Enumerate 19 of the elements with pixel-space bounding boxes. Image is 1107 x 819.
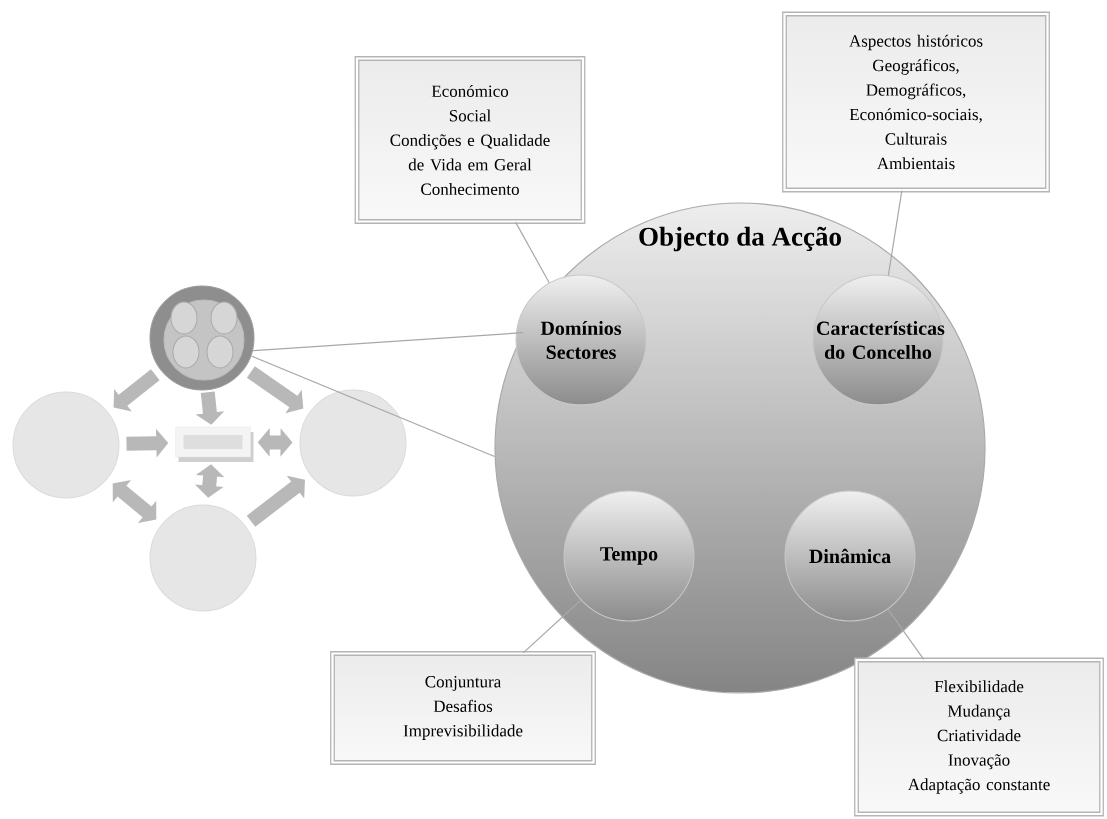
leader-line bbox=[250, 355, 496, 458]
leader-line bbox=[252, 332, 524, 352]
leader-line bbox=[515, 221, 550, 284]
empty-circle bbox=[299, 389, 407, 497]
circle-heading: Objecto da Acção bbox=[639, 226, 841, 252]
small-circle bbox=[149, 285, 255, 391]
leader-line bbox=[887, 608, 925, 660]
block-arrow bbox=[113, 369, 160, 412]
empty-circle bbox=[149, 504, 257, 612]
callout-box: Flexibilidade Mudança Criatividade Inovação Adaptação constante bbox=[854, 657, 1104, 817]
callout-box: Conjuntura Desafios Imprevisibilidade bbox=[330, 651, 596, 765]
empty-circle bbox=[12, 391, 120, 499]
empty-rectangle bbox=[175, 426, 254, 462]
block-arrow bbox=[112, 480, 157, 523]
block-arrow bbox=[246, 475, 305, 527]
leader-line bbox=[887, 190, 903, 276]
callout-box: Aspectos históricos Geográficos, Demográficos, Económico-sociais, Culturais Ambientais bbox=[782, 11, 1050, 193]
callout-box: Económico Social Condições e Qualidade de Vida em Geral Conhecimento bbox=[354, 56, 586, 224]
leader-line bbox=[522, 599, 582, 654]
